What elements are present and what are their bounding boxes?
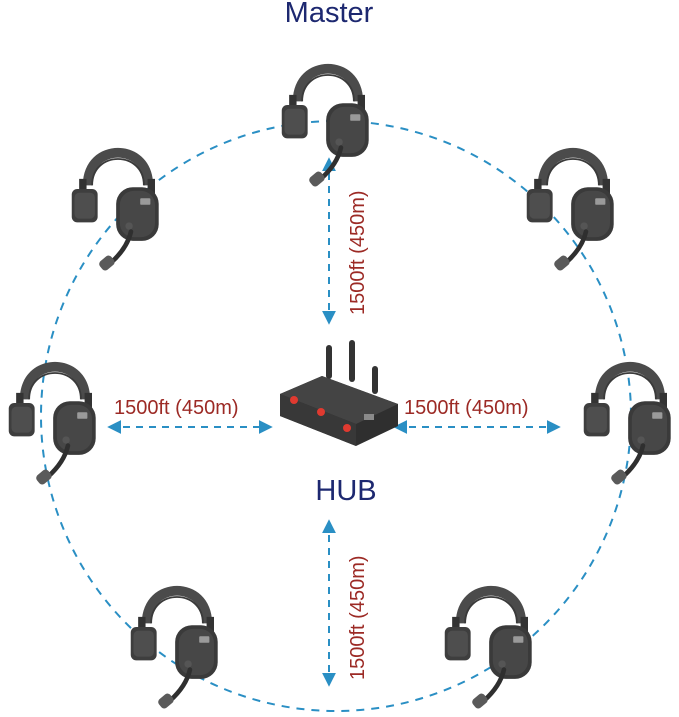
headset-icon [131,586,218,710]
headset-icon [445,586,532,710]
distance-label-bottom: 1500ft (450m) [347,555,369,680]
hub-label: HUB [315,475,376,507]
headset-icon [72,148,159,272]
headset-icon [9,362,96,486]
distance-label-left: 1500ft (450m) [114,397,239,419]
headset-icon [282,64,369,188]
headset-icon [527,148,614,272]
distance-label-right: 1500ft (450m) [404,397,529,419]
hub-device-icon [280,340,398,446]
master-label: Master [285,0,374,29]
distance-label-top: 1500ft (450m) [347,190,369,315]
